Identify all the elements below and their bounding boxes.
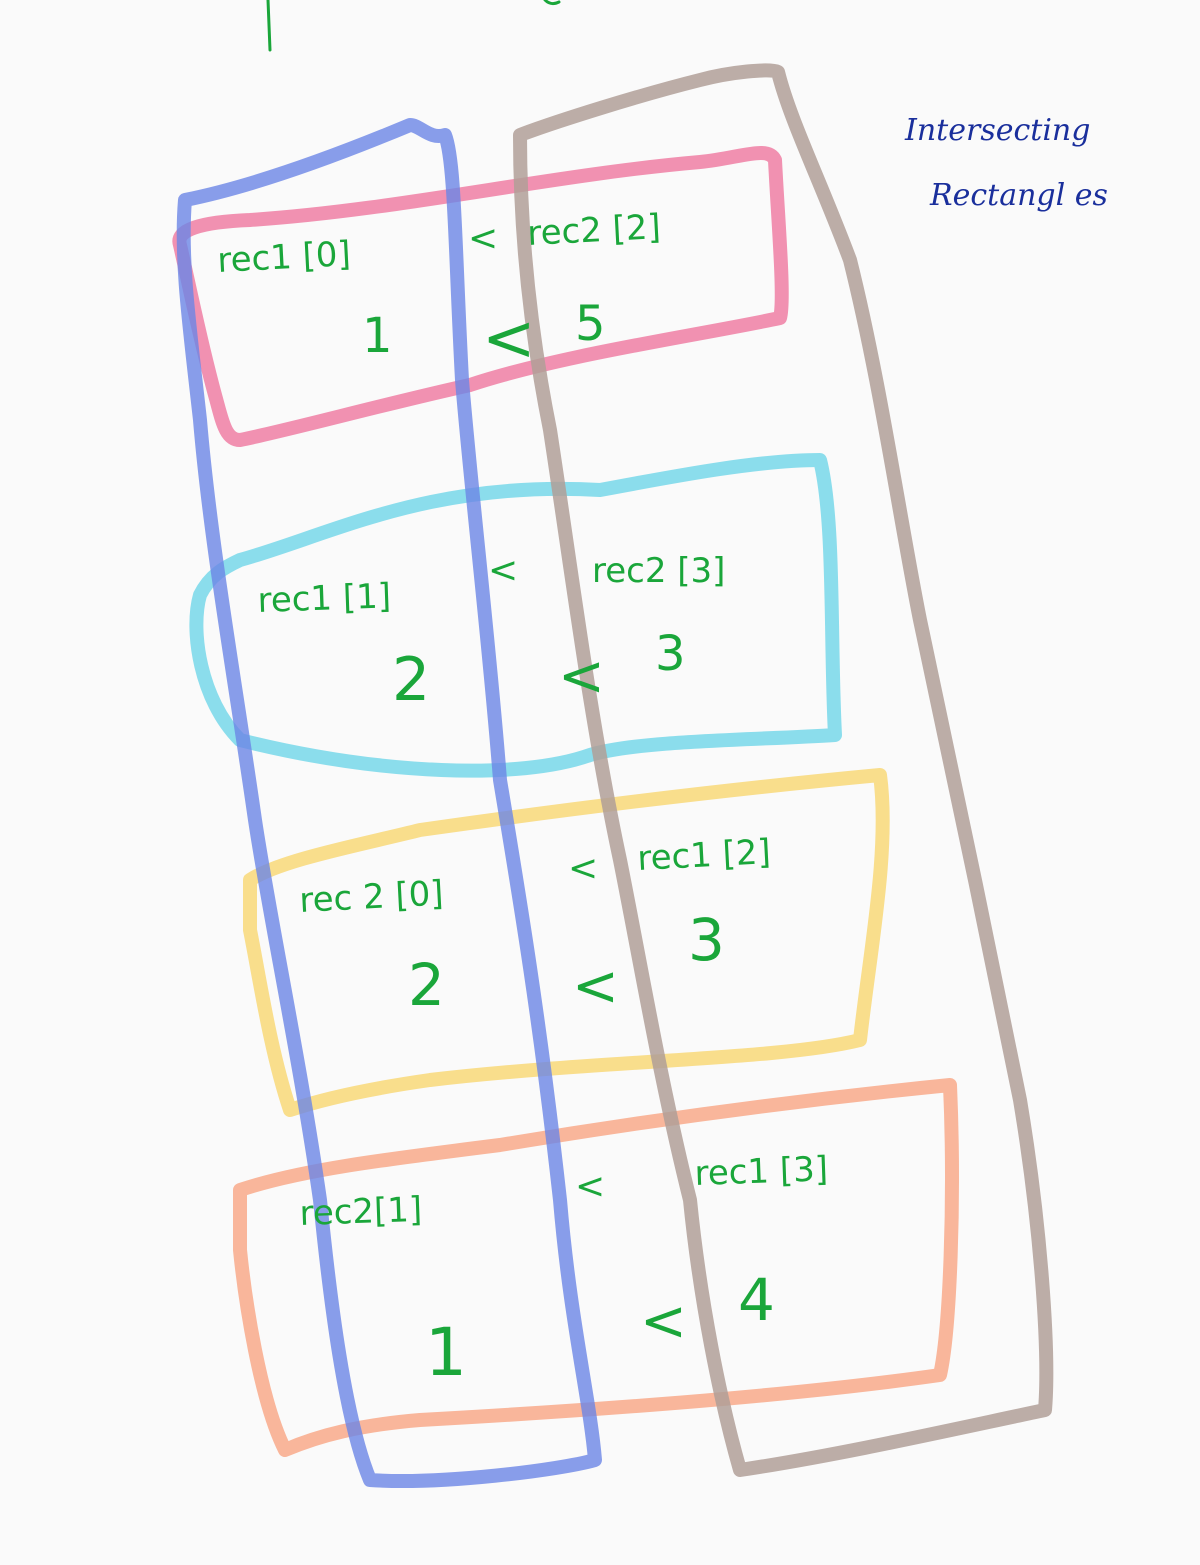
row1-left-expr: rec1 [0] <box>216 234 351 281</box>
row1-op: < <box>468 218 498 259</box>
comparison-row-2: rec1 [1] < rec2 [3] 2 < 3 <box>257 550 726 715</box>
comparison-row-4: rec2[1] < rec1 [3] 1 < 4 <box>299 1149 829 1391</box>
row1-left-val: 1 <box>362 308 393 364</box>
row1-val-op: < <box>482 302 536 376</box>
row4-left-expr: rec2[1] <box>299 1190 423 1234</box>
yellow-loop <box>243 768 890 1117</box>
column-boxes <box>176 63 1054 1488</box>
row4-right-expr: rec1 [3] <box>694 1149 829 1194</box>
row3-val-op: < <box>572 954 619 1019</box>
row3-op: < <box>568 848 598 889</box>
row3-right-expr: rec1 [2] <box>636 832 771 879</box>
title-line1: Intersecting <box>904 113 1090 148</box>
stray-mark-top <box>266 0 272 52</box>
row3-left-val: 2 <box>408 951 445 1019</box>
pink-loop <box>172 146 789 447</box>
salmon-loop <box>233 1078 959 1457</box>
row3-right-val: 3 <box>688 906 725 974</box>
comparison-row-3: rec 2 [0] < rec1 [2] 2 < 3 <box>298 832 771 1019</box>
taupe-column-loop <box>513 63 1054 1477</box>
diagram-title: Intersecting Rectangl es <box>904 113 1108 213</box>
row4-op: < <box>575 1166 605 1207</box>
row2-right-expr: rec2 [3] <box>592 551 725 591</box>
title-line2: Rectangl es <box>929 178 1108 213</box>
blue-column-loop <box>176 118 602 1488</box>
row3-left-expr: rec 2 [0] <box>298 873 444 920</box>
row1-right-val: 5 <box>575 296 606 352</box>
stray-mark-top-2 <box>543 0 561 6</box>
row2-left-val: 2 <box>392 645 430 715</box>
row-boxes <box>172 146 959 1457</box>
row2-left-expr: rec1 [1] <box>257 576 392 621</box>
comparison-row-1: rec1 [0] < rec2 [2] 1 < 5 <box>216 207 661 376</box>
row1-right-expr: rec2 [2] <box>526 207 661 254</box>
row4-right-val: 4 <box>738 1266 775 1334</box>
row4-val-op: < <box>640 1289 687 1354</box>
cyan-loop <box>189 453 842 778</box>
row2-op: < <box>488 550 518 591</box>
row2-val-op: < <box>558 644 605 709</box>
row4-left-val: 1 <box>425 1314 467 1391</box>
row2-right-val: 3 <box>655 626 686 682</box>
